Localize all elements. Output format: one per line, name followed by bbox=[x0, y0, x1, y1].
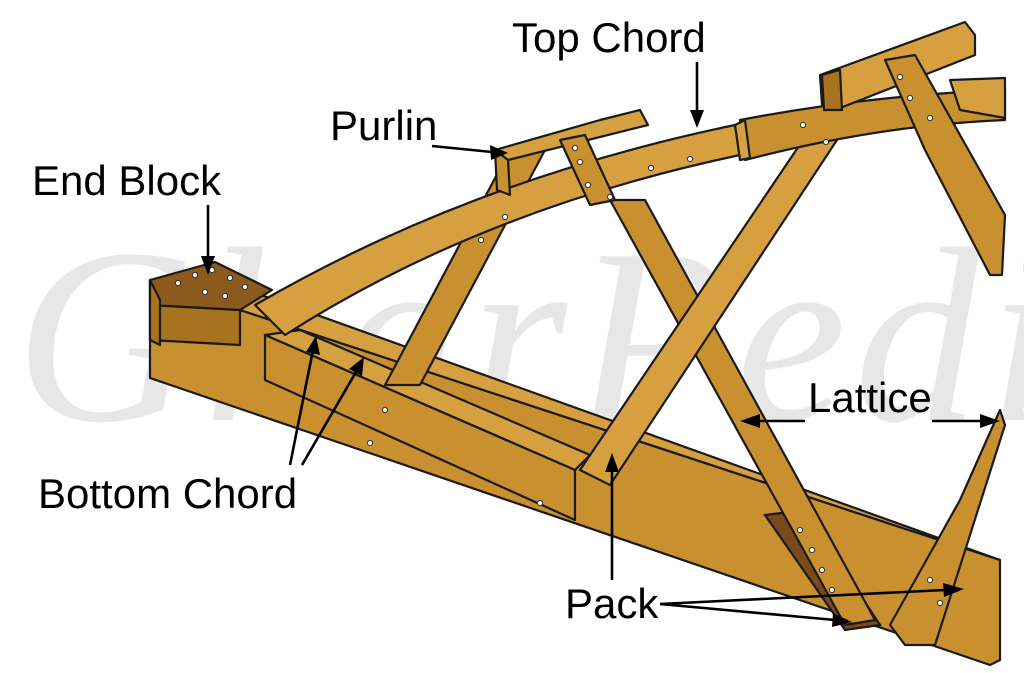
top-right-purlin bbox=[818, 20, 1007, 277]
label-end-block: End Block bbox=[32, 157, 222, 204]
label-top-chord: Top Chord bbox=[512, 14, 706, 61]
label-bottom-chord: Bottom Chord bbox=[38, 470, 297, 517]
label-lattice: Lattice bbox=[808, 374, 932, 421]
lattice-right-lower bbox=[888, 408, 1007, 647]
label-pack: Pack bbox=[565, 580, 659, 627]
bolts bbox=[174, 73, 952, 607]
end-block bbox=[148, 260, 274, 347]
purlin bbox=[493, 108, 650, 207]
lattice-member-2 bbox=[608, 198, 877, 627]
label-purlin: Purlin bbox=[330, 102, 437, 149]
arrows bbox=[201, 62, 1000, 627]
